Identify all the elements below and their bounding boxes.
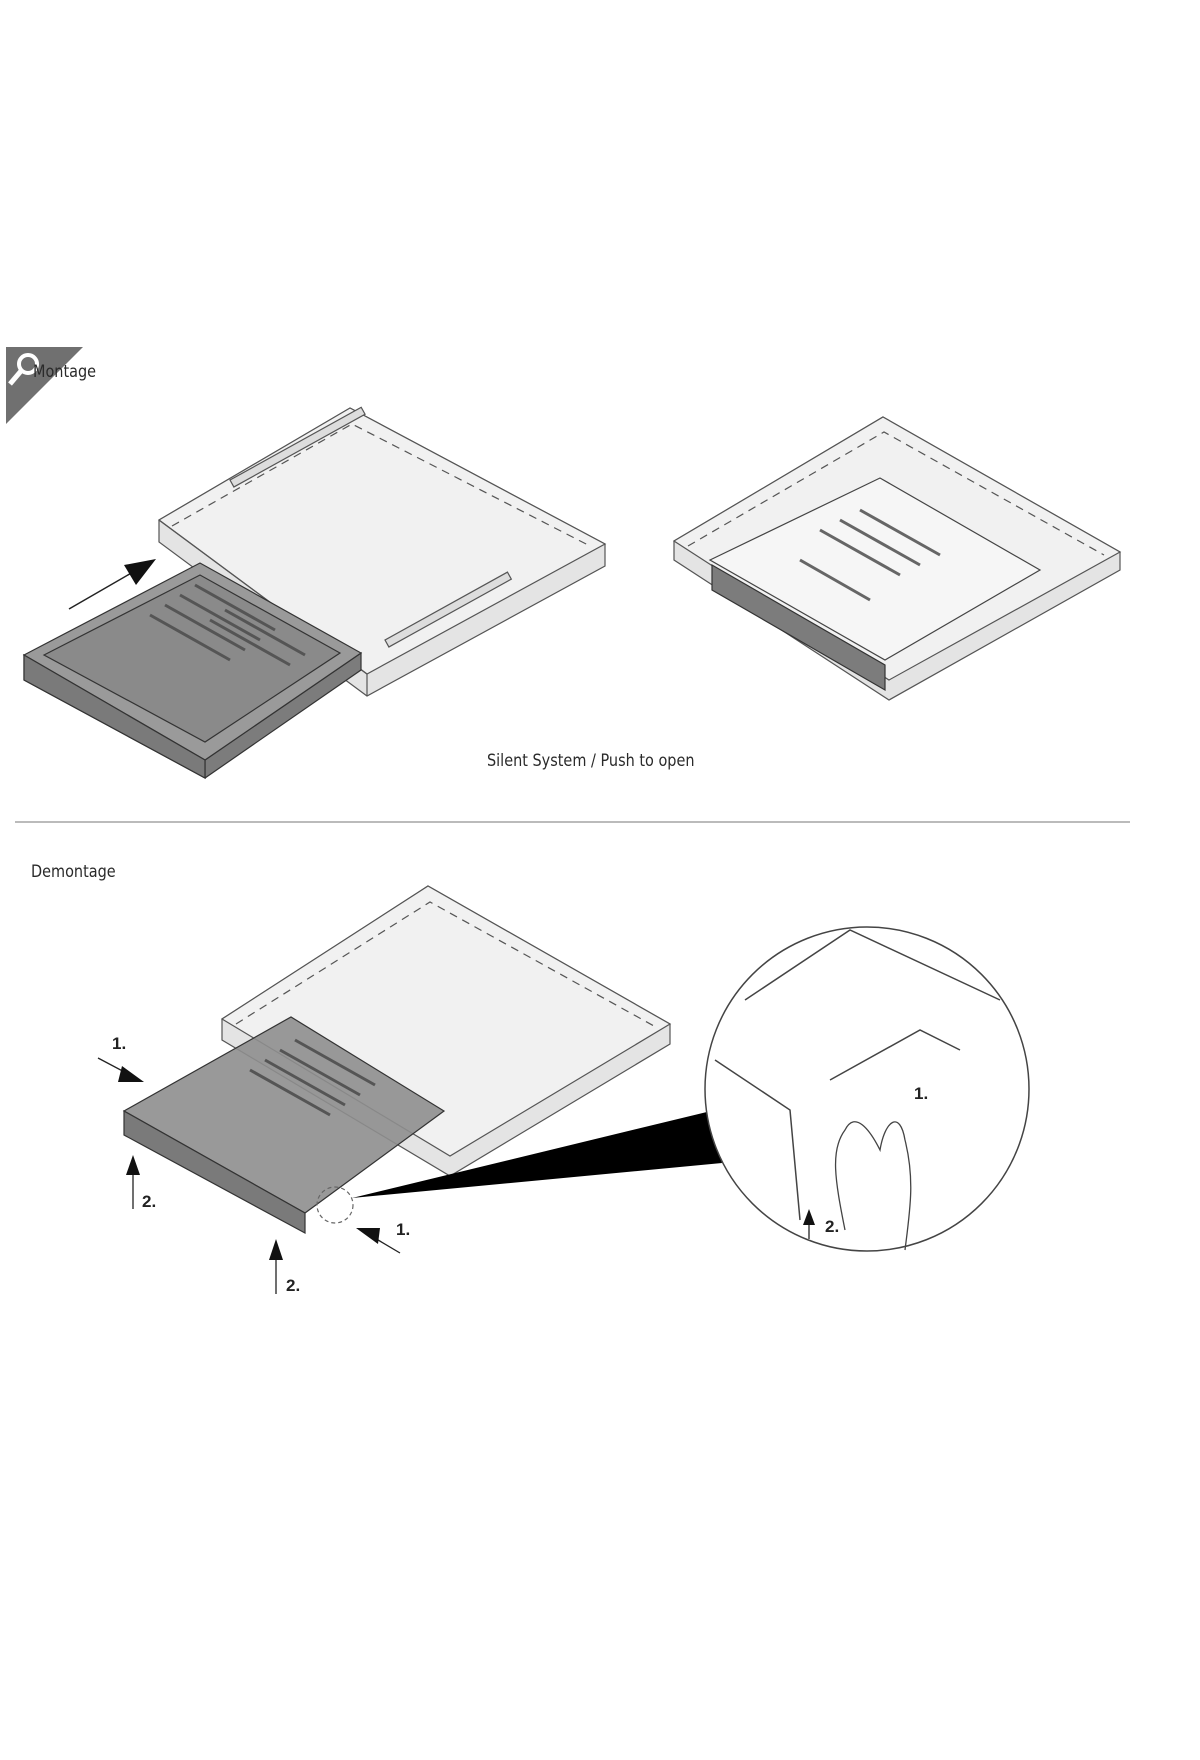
montage-title: Montage: [33, 362, 97, 382]
magnifier-icon: [8, 353, 39, 386]
step-label: 2.: [286, 1276, 301, 1295]
drawer-tray: [22, 562, 363, 780]
step-label: 1.: [112, 1034, 127, 1053]
detail-step-label: 2.: [825, 1217, 840, 1236]
drawer-runner: [384, 571, 513, 648]
demontage-title: Demontage: [31, 862, 116, 882]
detail-marker: [316, 1186, 354, 1224]
detail-circle: [704, 926, 1030, 1252]
step-label: 1.: [396, 1220, 411, 1239]
hand-illustration: [834, 1121, 912, 1251]
detail-step-label: 1.: [914, 1084, 929, 1103]
drawer-runner: [229, 406, 366, 488]
step-label: 2.: [142, 1192, 157, 1211]
insert-arrow: [68, 559, 156, 610]
section-banner: [6, 347, 83, 424]
cabinet-assembled: [672, 416, 1122, 701]
drawer-tray-removing: [122, 1016, 446, 1235]
detail-callout-wedge: [352, 1111, 722, 1198]
step-arrows: [97, 1057, 815, 1294]
montage-caption: Silent System / Push to open: [487, 751, 695, 771]
